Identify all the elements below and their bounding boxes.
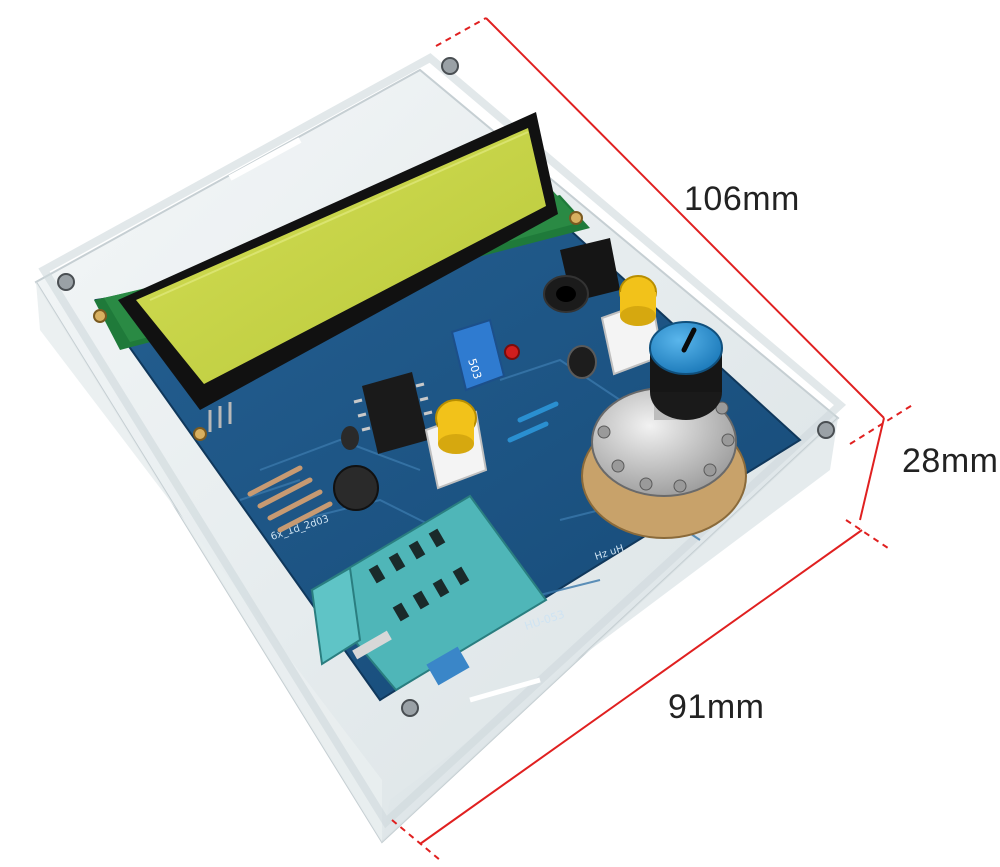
pot-value-label: 503 bbox=[465, 357, 484, 381]
case-screws bbox=[57, 57, 835, 717]
led-indicator bbox=[504, 344, 520, 360]
ic-chip bbox=[353, 372, 433, 454]
length-dimension-label: 106mm bbox=[684, 180, 800, 218]
zif-test-socket bbox=[310, 494, 548, 692]
yellow-push-button-left bbox=[424, 399, 488, 490]
trimmer-potentiometer: 503 bbox=[450, 318, 506, 392]
resistor-array bbox=[247, 401, 559, 533]
capacitors bbox=[333, 345, 597, 511]
terminal-block bbox=[426, 646, 470, 686]
lcd-module bbox=[93, 112, 590, 441]
dimension-lines bbox=[391, 17, 915, 861]
height-dimension-label: 28mm bbox=[902, 442, 999, 480]
dc-power-jack bbox=[543, 238, 620, 313]
lcd-screen bbox=[136, 128, 546, 384]
width-dimension-label: 91mm bbox=[668, 688, 765, 726]
rotary-switch bbox=[581, 321, 747, 539]
